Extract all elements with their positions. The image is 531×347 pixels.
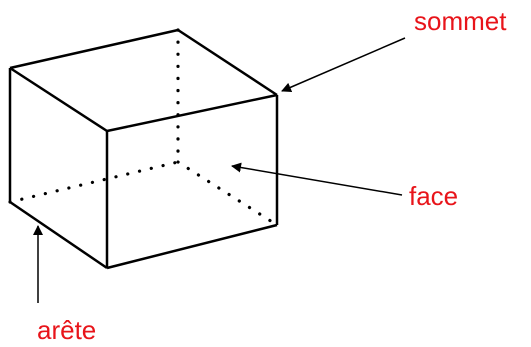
edge-label: arête — [37, 315, 96, 345]
vertex-label: sommet — [414, 6, 507, 36]
cube-hidden-edges — [8, 28, 279, 227]
annotation-arrows — [33, 37, 406, 303]
edge-top-right — [106, 93, 278, 133]
edge-bottom-front — [9, 200, 108, 270]
hidden-edge-left — [8, 160, 180, 204]
hidden-edge-right — [176, 160, 279, 227]
arrow-face — [231, 162, 403, 196]
cube-visible-edges — [8, 28, 279, 270]
edge-top-back-right — [177, 28, 278, 97]
face-label: face — [409, 181, 458, 211]
edge-top-front — [9, 66, 108, 133]
arrow-vertex — [281, 37, 406, 93]
edge-top-back-left — [9, 28, 179, 70]
edge-bottom-right — [106, 223, 278, 270]
